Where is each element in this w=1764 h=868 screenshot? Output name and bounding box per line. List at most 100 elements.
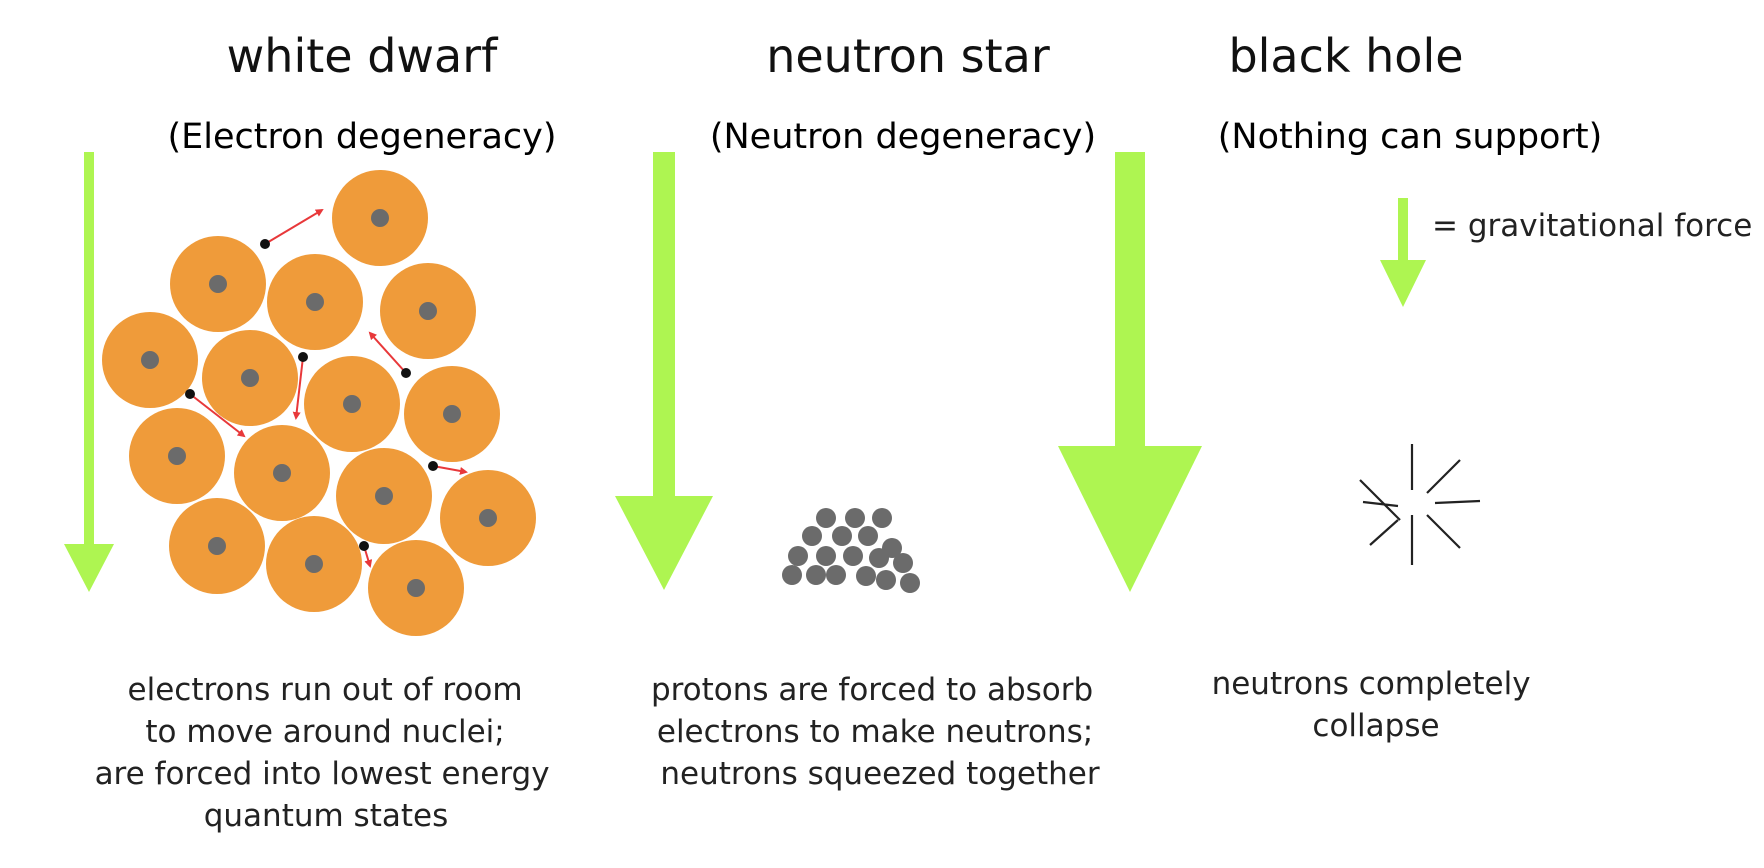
atom [267, 254, 363, 350]
caption-line: protons are forced to absorb [651, 672, 1093, 708]
nucleus [375, 487, 393, 505]
atom [404, 366, 500, 462]
atom [102, 312, 198, 408]
nucleus [306, 293, 324, 311]
electron-dot [359, 541, 369, 551]
electron-dot [428, 461, 438, 471]
electron-dot [185, 389, 195, 399]
white-dwarf-atoms [102, 170, 536, 636]
nucleus [241, 369, 259, 387]
neutron [806, 565, 826, 585]
nucleus [407, 579, 425, 597]
neutron [869, 548, 889, 568]
arrow-shaft [84, 152, 94, 546]
collapse-line [1426, 459, 1461, 494]
atom [266, 516, 362, 612]
atom [169, 498, 265, 594]
neutron [843, 546, 863, 566]
nucleus [208, 537, 226, 555]
nucleus [305, 555, 323, 573]
neutron [816, 508, 836, 528]
collapse-burst-icon [1359, 444, 1481, 565]
neutron [832, 526, 852, 546]
neutron-cluster [782, 508, 920, 593]
electron-dot [298, 352, 308, 362]
neutron [788, 546, 808, 566]
nucleus [479, 509, 497, 527]
neutron-star-caption: protons are forced to absorb electrons t… [651, 672, 1103, 792]
electron-motion-arrow [264, 208, 324, 245]
collapse-line [1369, 519, 1399, 546]
atom [332, 170, 428, 266]
caption-line: are forced into lowest energy [95, 756, 550, 792]
nucleus [209, 275, 227, 293]
caption-line: collapse [1312, 708, 1439, 744]
collapse-line [1434, 499, 1481, 505]
black-hole-caption: neutrons completely collapse [1212, 666, 1541, 744]
neutron [845, 508, 865, 528]
atom [368, 540, 464, 636]
electron [185, 389, 246, 438]
electron-dot [260, 239, 270, 249]
atom [440, 470, 536, 566]
nucleus [371, 209, 389, 227]
neutron-star-title: neutron star [766, 29, 1050, 83]
neutron [782, 565, 802, 585]
neutron [872, 508, 892, 528]
atom [170, 236, 266, 332]
arrow-shaft [653, 152, 675, 498]
arrow-shaft [1115, 152, 1145, 446]
caption-line: neutrons completely [1212, 666, 1531, 702]
legend: = gravitational force [1380, 198, 1752, 307]
caption-line: electrons to make neutrons; [657, 714, 1093, 750]
black-hole-title: black hole [1228, 29, 1463, 83]
caption-line: neutrons squeezed together [660, 756, 1099, 792]
nucleus [273, 464, 291, 482]
caption-line: to move around nuclei; [145, 714, 504, 750]
black-hole-subtitle: (Nothing can support) [1218, 117, 1602, 157]
white-dwarf-caption: electrons run out of room to move around… [95, 672, 560, 834]
atom [129, 408, 225, 504]
electron-motion-arrow [292, 356, 304, 420]
collapse-line [1426, 514, 1461, 549]
atom [234, 425, 330, 521]
white-dwarf-subtitle: (Electron degeneracy) [168, 117, 557, 157]
collapse-line [1362, 500, 1399, 508]
gravity-arrow-medium [615, 152, 713, 590]
neutron [802, 526, 822, 546]
electron [368, 331, 411, 378]
nucleus [168, 447, 186, 465]
arrow-head [1380, 260, 1426, 307]
neutron [858, 526, 878, 546]
neutron [893, 553, 913, 573]
nucleus [443, 405, 461, 423]
neutron-star-subtitle: (Neutron degeneracy) [710, 117, 1096, 157]
arrow-shaft [1398, 198, 1408, 262]
atom [202, 330, 298, 426]
electron [292, 352, 308, 420]
neutron [856, 566, 876, 586]
atom [304, 356, 400, 452]
electron [260, 208, 324, 249]
arrow-head [64, 544, 114, 592]
collapse-line [1359, 479, 1401, 521]
electron-dot [401, 368, 411, 378]
electron-motion-arrow [189, 393, 246, 438]
electron-motion-arrow [432, 465, 468, 475]
gravity-arrow-large [1058, 152, 1202, 592]
nucleus [141, 351, 159, 369]
neutron [826, 565, 846, 585]
arrow-head [1058, 446, 1202, 592]
atom [380, 263, 476, 359]
white-dwarf-title: white dwarf [227, 29, 499, 83]
neutron [816, 546, 836, 566]
electron-motion-arrow [368, 331, 407, 374]
neutron [900, 573, 920, 593]
caption-line: quantum states [204, 798, 449, 834]
neutron [876, 570, 896, 590]
electron [359, 541, 373, 568]
legend-label: = gravitational force [1432, 208, 1752, 244]
white-dwarf-electrons [185, 208, 468, 568]
caption-line: electrons run out of room [128, 672, 523, 708]
nucleus [419, 302, 437, 320]
